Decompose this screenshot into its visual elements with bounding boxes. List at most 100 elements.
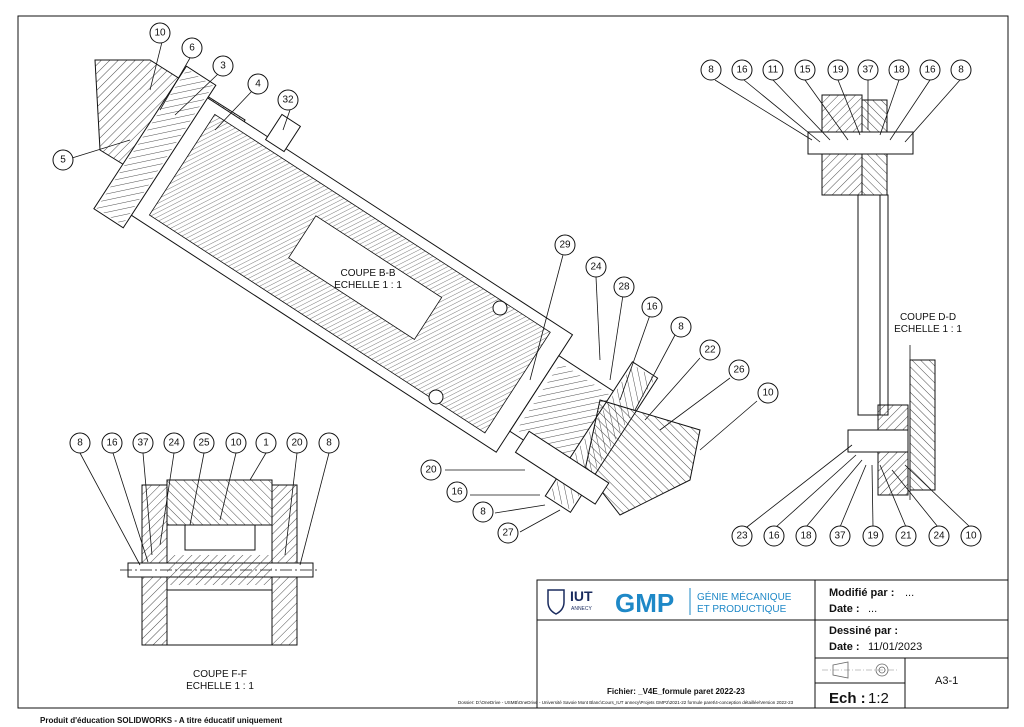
projection-symbol-icon <box>822 661 898 679</box>
scale-value: 1:2 <box>868 690 889 707</box>
balloon: 10 <box>225 432 247 454</box>
svg-text:16: 16 <box>451 487 463 498</box>
svg-text:37: 37 <box>137 438 149 449</box>
modified-date-label: Date : <box>829 603 860 615</box>
title-block: IUT ANNECY GMP GÉNIE MÉCANIQUE ET PRODUC… <box>458 579 1009 709</box>
section-dd-drawing: 8 16 11 15 19 37 18 16 8 23 16 18 37 19 … <box>700 59 982 547</box>
balloon: 18 <box>795 525 817 547</box>
balloon: 3 <box>212 55 234 77</box>
file-path: Dossier: D:\OneDrive - USMB\OneDrive - U… <box>458 700 794 705</box>
balloon: 16 <box>731 59 753 81</box>
balloon: 21 <box>895 525 917 547</box>
svg-text:16: 16 <box>768 531 780 542</box>
svg-text:8: 8 <box>77 438 83 449</box>
balloon: 25 <box>193 432 215 454</box>
balloon: 26 <box>728 359 750 381</box>
ff-hatch-band <box>167 555 272 585</box>
dd-vertical-bar-inner <box>879 194 889 416</box>
bb-right-wall <box>584 399 701 516</box>
svg-text:26: 26 <box>733 365 745 376</box>
balloon: 8 <box>69 432 91 454</box>
svg-text:10: 10 <box>762 388 774 399</box>
iut-logo: IUT ANNECY <box>547 588 593 615</box>
section-ff-scale: ECHELLE 1 : 1 <box>186 681 254 692</box>
svg-text:IUT: IUT <box>570 588 593 604</box>
svg-text:10: 10 <box>965 531 977 542</box>
balloon: 8 <box>318 432 340 454</box>
svg-text:5: 5 <box>60 155 66 166</box>
balloon: 22 <box>699 339 721 361</box>
svg-text:32: 32 <box>282 95 294 106</box>
balloon: 6 <box>181 37 203 59</box>
svg-text:21: 21 <box>900 531 912 542</box>
svg-text:24: 24 <box>168 438 180 449</box>
balloon: 37 <box>829 525 851 547</box>
balloon: 27 <box>497 522 519 544</box>
ff-leaders <box>79 452 330 566</box>
balloon: 19 <box>862 525 884 547</box>
balloon: 8 <box>670 316 692 338</box>
balloon: 16 <box>763 525 785 547</box>
bb-leaders <box>71 41 758 533</box>
svg-text:8: 8 <box>678 322 684 333</box>
svg-text:6: 6 <box>189 43 195 54</box>
balloon: 10 <box>960 525 982 547</box>
svg-text:10: 10 <box>154 28 166 39</box>
section-ff-title: COUPE F-F <box>193 669 247 680</box>
section-dd-scale: ECHELLE 1 : 1 <box>894 324 962 335</box>
balloon: 37 <box>857 59 879 81</box>
balloon: 16 <box>101 432 123 454</box>
modified-by-value: ... <box>905 587 914 599</box>
svg-text:16: 16 <box>924 65 936 76</box>
svg-text:15: 15 <box>799 65 811 76</box>
balloon: 29 <box>554 234 576 256</box>
dd-top-bolt <box>807 131 914 155</box>
svg-text:24: 24 <box>590 262 602 273</box>
drawn-date-label: Date : <box>829 641 860 653</box>
svg-text:27: 27 <box>502 528 514 539</box>
balloon: 20 <box>420 459 442 481</box>
section-bb-drawing: 10 6 3 4 32 5 29 24 28 16 8 22 26 10 20 … <box>52 22 779 544</box>
balloon: 28 <box>613 276 635 298</box>
balloon: 10 <box>757 382 779 404</box>
svg-text:20: 20 <box>291 438 303 449</box>
svg-text:19: 19 <box>867 531 879 542</box>
dd-leaders <box>714 79 971 528</box>
file-name: Fichier: _V4E_formule paret 2022-23 <box>607 687 745 696</box>
dd-right-wall <box>909 359 936 491</box>
balloon: 18 <box>888 59 910 81</box>
svg-text:10: 10 <box>230 438 242 449</box>
svg-text:8: 8 <box>480 507 486 518</box>
svg-text:11: 11 <box>768 65 779 76</box>
gmp-logo: GMP <box>615 588 674 618</box>
svg-text:16: 16 <box>736 65 748 76</box>
svg-text:18: 18 <box>893 65 905 76</box>
balloon: 24 <box>585 256 607 278</box>
ff-bottom-hub <box>166 589 273 646</box>
drawn-date-value: 11/01/2023 <box>868 641 922 653</box>
svg-text:19: 19 <box>832 65 844 76</box>
section-ff-drawing: 8 16 37 24 25 10 1 20 8 COUPE F-F ECHELL… <box>69 432 340 692</box>
svg-text:ANNECY: ANNECY <box>571 606 593 612</box>
svg-text:24: 24 <box>933 531 945 542</box>
svg-text:37: 37 <box>862 65 874 76</box>
modified-date-value: ... <box>868 603 877 615</box>
balloon: 15 <box>794 59 816 81</box>
shield-icon <box>547 589 565 615</box>
balloon: 8 <box>950 59 972 81</box>
bb-plate-20 <box>514 430 610 505</box>
sheet-format: A3-1 <box>935 675 958 687</box>
balloon: 37 <box>132 432 154 454</box>
svg-text:8: 8 <box>326 438 332 449</box>
scale-label: Ech : <box>829 690 866 707</box>
balloon: 5 <box>52 149 74 171</box>
svg-text:29: 29 <box>559 240 571 251</box>
dd-vertical-bar <box>857 194 881 416</box>
bb-fixture-top <box>492 300 508 316</box>
gmp-line1: GÉNIE MÉCANIQUE <box>697 590 792 603</box>
bb-fixture-bottom <box>428 389 444 405</box>
balloon: 4 <box>247 73 269 95</box>
bb-shaft-hatch <box>516 362 611 463</box>
balloon: 32 <box>277 89 299 111</box>
balloon: 24 <box>928 525 950 547</box>
